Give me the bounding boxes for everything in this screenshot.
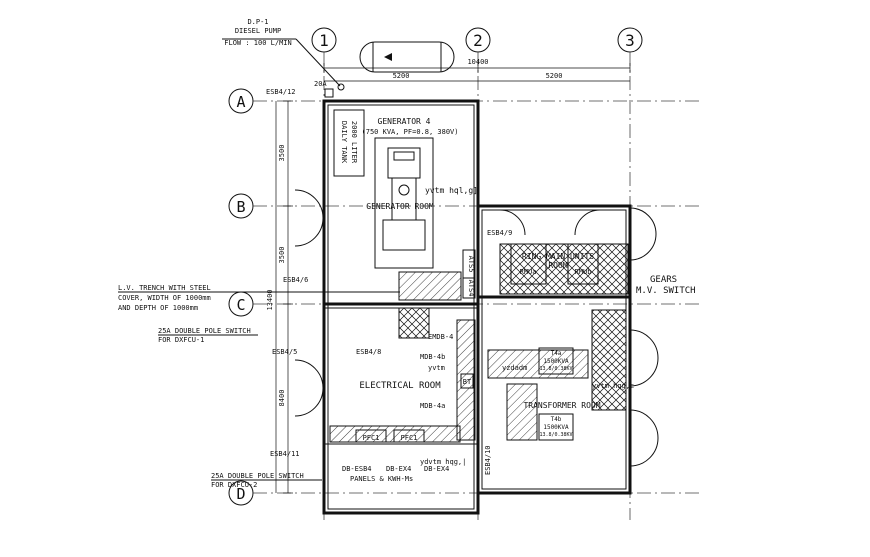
yzdadm-label: yzdadm [502, 364, 527, 372]
t4b-label: T4b [551, 416, 562, 423]
dim-1-3: 10400 [467, 58, 488, 66]
esb-10-label: ESB4/10 [484, 445, 492, 475]
esb-12-label: ESB4/12 [266, 88, 296, 96]
generator-title: GENERATOR 4 [378, 117, 431, 126]
grid-label-b: B [236, 198, 245, 216]
trench-line-2: COVER, WIDTH OF 1000mm [118, 294, 211, 302]
pfc-panels: PFC1 PFC1 [355, 429, 425, 443]
rmu-room-line-2: ROOM [548, 261, 567, 270]
t4b-rating: 1500KVA [543, 424, 569, 431]
transformer-room-label: TRANSFORMER ROOM [523, 401, 600, 410]
mdb4b-label: MDB-4b [420, 353, 445, 361]
pump-tag: D.P-1 [247, 18, 268, 26]
db-ex4-label: DB-EX4 [386, 465, 411, 473]
mv-switch-label: M.V. SWITCH [636, 286, 696, 296]
dim-c-d: 8400 [278, 390, 286, 407]
esb-5-label: ESB4/5 [272, 348, 297, 356]
switch-bottom-line-1: 25A DOUBLE POLE SWITCH [211, 472, 304, 480]
rmu-b-label: RMUb [575, 268, 592, 276]
rmu-room-line-1: RING MAIN UNITS [522, 252, 594, 261]
yvtm-mid-label: yvtm [428, 364, 445, 372]
grid-label-3: 3 [625, 31, 635, 50]
pfc2-label: PFC1 [401, 434, 418, 442]
grid-bubble-a: A [228, 88, 254, 114]
valve-20a-label: 20A [314, 80, 327, 88]
ats5-label: ATS5 [467, 256, 475, 273]
trench-line-1: L.V. TRENCH WITH STEEL [118, 284, 211, 292]
daily-tank-line-2: 2000 LITER [350, 121, 358, 164]
yvtm-transformer-label: yvtm hqg,c [592, 382, 634, 390]
dim-b-c: 3500 [278, 247, 286, 264]
daily-tank-line-1: DAILY TANK [340, 121, 348, 164]
trench-callout: L.V. TRENCH WITH STEEL COVER, WIDTH OF 1… [118, 284, 400, 312]
diesel-tank [359, 41, 455, 73]
ats-panels: ATS5 ATS4 [462, 249, 476, 299]
db-ex4b-label: DB-EX4 [424, 465, 449, 473]
mdb4a-label: MDB-4a [420, 402, 445, 410]
generator-room-label: GENERATOR ROOM [366, 202, 434, 211]
panels-label: PANELS & KWH-Ms [350, 475, 413, 483]
grid-label-1: 1 [319, 31, 329, 50]
emdb4-label: EMDB-4 [428, 333, 453, 341]
dim-a-b: 3500 [278, 145, 286, 162]
yvtm-bottom-label: ydvtm hqg,| [420, 458, 466, 466]
grid-label-a: A [236, 93, 245, 111]
yvtm-top-label: yvtm hql,g] [425, 186, 478, 195]
dim-2-3: 5200 [546, 72, 563, 80]
diesel-pump-callout: D.P-1 DIESEL PUMP FLOW : 100 L/MIN [222, 18, 345, 91]
grid-bubble-3: 3 [617, 27, 643, 53]
gears-label: GEARS [650, 275, 677, 285]
esb-11-label: ESB4/11 [270, 450, 300, 458]
ats4-label: ATS4 [467, 280, 475, 297]
t4b-box [538, 413, 574, 441]
dim-a-d: 13400 [266, 289, 274, 310]
switch-callout-top: 25A DOUBLE POLE SWITCH FOR DXFCU-1 [158, 327, 258, 344]
grid-bubble-c: C [228, 291, 254, 317]
valve-box [324, 88, 334, 98]
grid-bubble-1: 1 [311, 27, 337, 53]
t4a-voltage: 13.8/0.38KV [539, 366, 572, 372]
grid-label-2: 2 [473, 31, 483, 50]
grid-label-c: C [236, 296, 245, 314]
dimension-left: 3500 3500 8400 13400 [266, 100, 293, 494]
generator-4 [374, 137, 434, 269]
t4a-rating: 1500KVA [543, 358, 569, 365]
t4a-box [538, 347, 574, 375]
grid-label-d: D [236, 485, 245, 503]
grid-bubble-b: B [228, 193, 254, 219]
bt-box [460, 373, 474, 389]
grid-bubble-2: 2 [465, 27, 491, 53]
db-esb4-label: DB-ESB4 [342, 465, 372, 473]
switch-top-line-1: 25A DOUBLE POLE SWITCH [158, 327, 251, 335]
pump-flow: FLOW : 100 L/MIN [224, 39, 291, 47]
esb-8-label: ESB4/8 [356, 348, 381, 356]
esb-6-label: ESB4/6 [283, 276, 308, 284]
bt-label: BT [463, 378, 472, 386]
switch-bottom-line-2: FOR DXFCU-2 [211, 481, 257, 489]
t4b-voltage: 13.8/0.38KV [539, 432, 572, 438]
rmu-a-box [510, 243, 547, 285]
switch-top-line-2: FOR DXFCU-1 [158, 336, 204, 344]
t4a-label: T4a [551, 350, 562, 357]
dim-1-2: 5200 [393, 72, 410, 80]
switch-callout-bottom: 25A DOUBLE POLE SWITCH FOR DXFCU-2 [211, 472, 322, 489]
rmu-a-label: RMUa [520, 268, 537, 276]
doors [294, 189, 659, 467]
pfc1-label: PFC1 [363, 434, 380, 442]
daily-tank: DAILY TANK 2000 LITER [333, 109, 365, 177]
rmu-b-box [567, 243, 599, 285]
building-walls [322, 99, 632, 515]
trench-line-3: AND DEPTH OF 1000mm [118, 304, 198, 312]
electrical-room-label: ELECTRICAL ROOM [359, 381, 441, 391]
dimension-top: 5200 5200 10400 [323, 58, 631, 82]
generator-rating: (750 KVA, PF=0.8, 380V) [362, 128, 459, 136]
esb-9-label: ESB4/9 [487, 229, 512, 237]
pump-name: DIESEL PUMP [235, 27, 281, 35]
